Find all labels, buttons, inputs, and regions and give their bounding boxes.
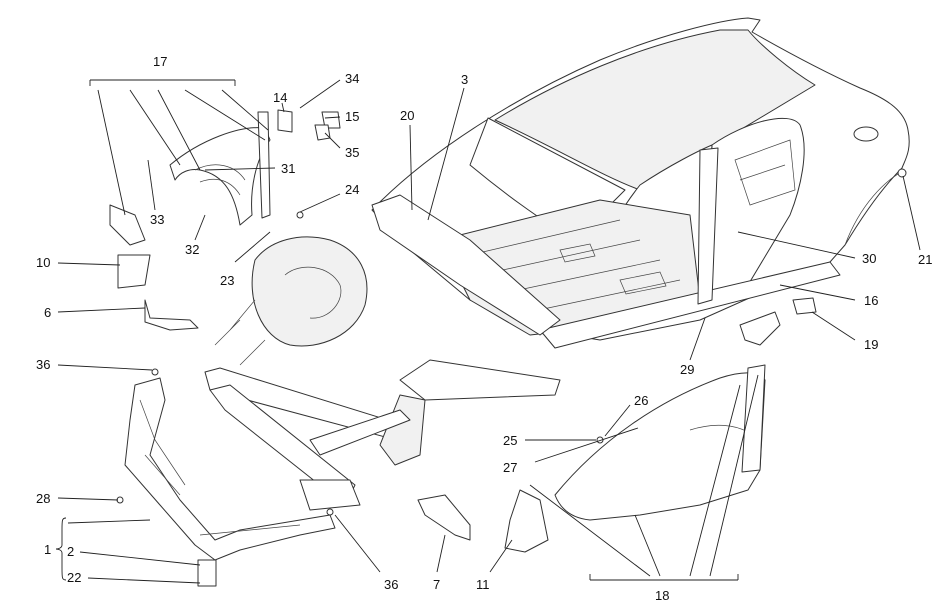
callout-17: 17 bbox=[153, 54, 167, 69]
bracket-6-part bbox=[144, 299, 199, 331]
callout-7: 7 bbox=[433, 577, 440, 592]
callout-32: 32 bbox=[185, 242, 199, 257]
body-shell bbox=[371, 17, 910, 349]
bracket-16-part bbox=[739, 311, 781, 346]
callout-27: 27 bbox=[503, 460, 517, 475]
bracket-11-part bbox=[504, 489, 549, 553]
callout-36-top: 36 bbox=[36, 357, 50, 372]
callout-33: 33 bbox=[150, 212, 164, 227]
fastener-36a-part bbox=[151, 368, 159, 376]
bracket-7-part bbox=[417, 494, 471, 541]
callout-23: 23 bbox=[220, 273, 234, 288]
bracket-10-part bbox=[117, 254, 151, 289]
callout-16: 16 bbox=[864, 293, 878, 308]
fastener-36b-part bbox=[326, 508, 334, 516]
leader-lines bbox=[55, 79, 921, 584]
callout-36-bottom: 36 bbox=[384, 577, 398, 592]
bumper-beam-assembly bbox=[124, 377, 336, 587]
wheel-arch-liner bbox=[169, 111, 271, 226]
callout-18: 18 bbox=[655, 588, 669, 600]
bumper-bracket bbox=[197, 559, 217, 587]
callout-25: 25 bbox=[503, 433, 517, 448]
callout-22: 22 bbox=[67, 570, 81, 585]
callout-28: 28 bbox=[36, 491, 50, 506]
callout-31: 31 bbox=[281, 161, 295, 176]
callout-26: 26 bbox=[634, 393, 648, 408]
callout-19: 19 bbox=[864, 337, 878, 352]
callout-20: 20 bbox=[400, 108, 414, 123]
fuel-door-ring bbox=[853, 126, 879, 142]
fastener-24-part bbox=[296, 211, 304, 219]
callout-3: 3 bbox=[461, 72, 468, 87]
small-parts bbox=[109, 109, 907, 553]
callout-29: 29 bbox=[680, 362, 694, 377]
callout-34: 34 bbox=[345, 71, 359, 86]
callout-35: 35 bbox=[345, 145, 359, 160]
bracket-33-part bbox=[109, 204, 146, 246]
callout-11: 11 bbox=[476, 577, 490, 592]
clip-14-part bbox=[277, 109, 293, 133]
callout-14: 14 bbox=[273, 90, 287, 105]
fastener-21-part bbox=[897, 168, 907, 178]
clip-35-part bbox=[314, 124, 331, 141]
callout-30: 30 bbox=[862, 251, 876, 266]
callout-6: 6 bbox=[44, 305, 51, 320]
callout-24: 24 bbox=[345, 182, 359, 197]
callout-15: 15 bbox=[345, 109, 359, 124]
callout-10: 10 bbox=[36, 255, 50, 270]
callout-21: 21 bbox=[918, 252, 932, 267]
front-structure bbox=[204, 194, 561, 511]
callout-2: 2 bbox=[67, 544, 74, 559]
front-fender bbox=[554, 364, 766, 521]
callout-1: 1 bbox=[44, 542, 51, 557]
clip-15-part bbox=[321, 111, 341, 129]
plug-19-part bbox=[792, 297, 817, 315]
callouts: 17 34 14 15 35 3 20 31 24 33 32 23 10 6 … bbox=[36, 54, 932, 600]
